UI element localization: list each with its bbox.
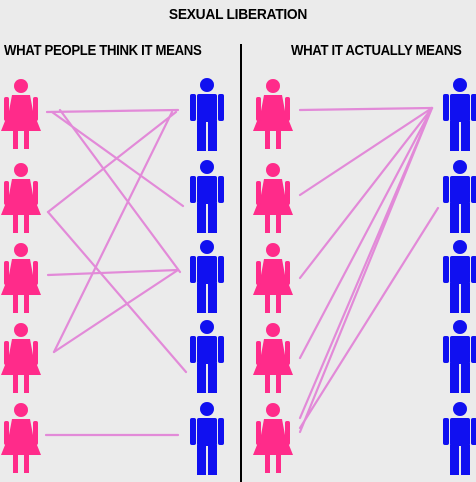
- male-figure-icon: [190, 160, 224, 233]
- female-figure-icon: [1, 243, 41, 313]
- female-figure-icon: [253, 243, 293, 313]
- male-figure-icon: [190, 402, 224, 475]
- right-heading: WHAT IT ACTUALLY MEANS: [291, 42, 462, 59]
- male-figure-icon: [443, 78, 476, 151]
- female-figure-icon: [1, 323, 41, 393]
- male-figure-icon: [443, 240, 476, 313]
- center-divider: [240, 44, 242, 482]
- left-heading: WHAT PEOPLE THINK IT MEANS: [4, 42, 202, 59]
- female-figure-icon: [1, 163, 41, 233]
- male-figure-icon: [190, 320, 224, 393]
- male-figure-icon: [190, 240, 224, 313]
- female-figure-icon: [253, 163, 293, 233]
- female-figure-icon: [253, 323, 293, 393]
- male-figure-icon: [443, 320, 476, 393]
- female-figure-icon: [1, 403, 41, 473]
- male-figure-icon: [443, 402, 476, 475]
- page-title: SEXUAL LIBERATION: [168, 6, 308, 23]
- female-figure-icon: [1, 79, 41, 149]
- male-figure-icon: [443, 160, 476, 233]
- female-figure-icon: [253, 79, 293, 149]
- female-figure-icon: [253, 403, 293, 473]
- male-figure-icon: [190, 78, 224, 151]
